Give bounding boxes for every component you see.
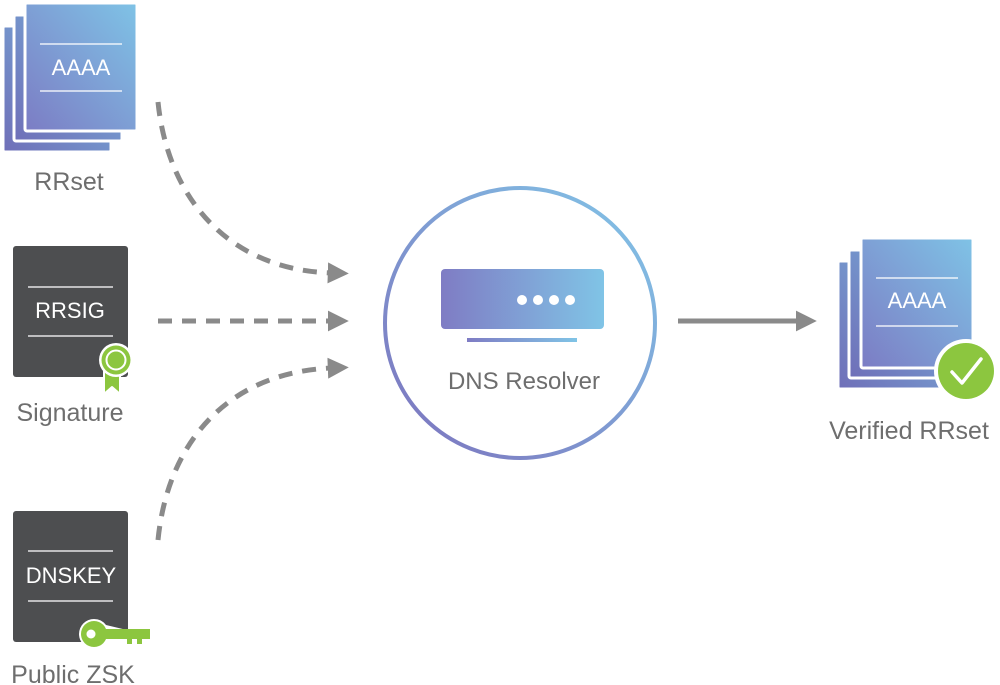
ribbon-seal-icon	[99, 343, 133, 395]
rrset-caption: RRset	[34, 168, 104, 196]
public-zsk-caption: Public ZSK	[11, 661, 135, 685]
checkmark-icon	[934, 339, 998, 403]
verified-rrset-card-text: AAAA	[888, 288, 947, 313]
public-zsk-card: DNSKEY	[13, 511, 128, 642]
key-icon	[79, 619, 152, 649]
signature-card-text: RRSIG	[35, 298, 105, 323]
verified-rrset-document-stack: AAAA	[836, 236, 975, 391]
resolver-label: DNS Resolver	[448, 368, 600, 395]
signature-card: RRSIG	[13, 246, 128, 377]
rrset-card-text: AAAA	[52, 55, 111, 80]
signature-caption: Signature	[16, 399, 123, 427]
verified-rrset-caption: Verified RRset	[829, 417, 989, 445]
rrset-to-resolver-arrow	[155, 101, 349, 284]
public-zsk-card-text: DNSKEY	[26, 563, 117, 588]
public-zsk-to-resolver-arrow	[155, 357, 349, 541]
rrset-document-stack: AAAA	[1, 1, 139, 154]
server-icon	[441, 269, 604, 342]
